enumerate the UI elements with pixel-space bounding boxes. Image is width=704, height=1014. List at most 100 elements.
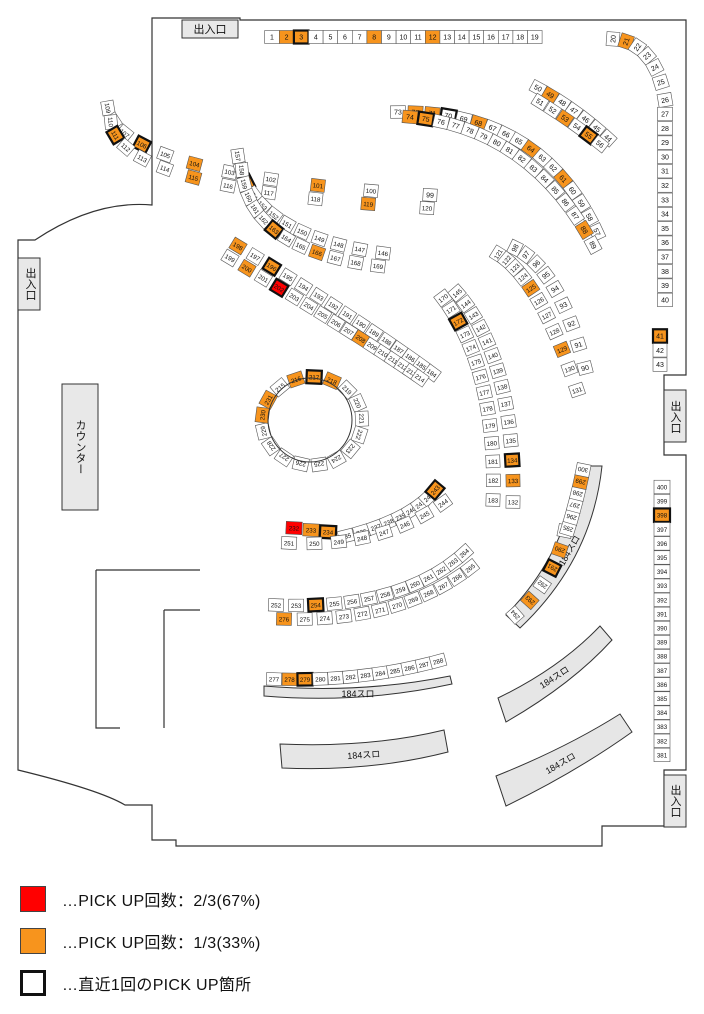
seat-218-label: 218: [325, 376, 338, 387]
seat-59-label: 59: [576, 199, 586, 209]
seat-143-label: 143: [468, 310, 481, 322]
seat-288-label: 288: [432, 657, 444, 667]
seat-93: 93: [554, 296, 573, 315]
seat-86-label: 86: [560, 198, 570, 209]
seat-87: 87: [565, 205, 586, 226]
seat-245: 245: [414, 505, 435, 525]
seat-298-label: 298: [572, 488, 584, 497]
seat-4: 4: [308, 30, 324, 44]
seat-33: 33: [657, 192, 673, 207]
seat-24: 24: [645, 57, 665, 77]
seat-112: 112: [116, 137, 136, 157]
seat-204-label: 204: [302, 301, 315, 313]
seat-256: 256: [343, 593, 361, 610]
seat-285-label: 285: [389, 667, 401, 676]
seat-140-label: 140: [487, 351, 500, 361]
seat-89: 89: [583, 235, 603, 255]
seat-290: 290: [550, 541, 569, 559]
seat-216: 216: [286, 370, 306, 389]
seat-238-label: 238: [383, 517, 396, 528]
seat-18: 18: [512, 30, 528, 44]
seat-135: 135: [502, 433, 519, 448]
seat-91: 91: [569, 336, 588, 353]
legend-box-text: …直近1回のPICK UP箇所: [62, 977, 252, 994]
seat-199: 199: [220, 248, 240, 268]
seat-128-label: 128: [549, 327, 562, 338]
seat-258: 258: [375, 586, 395, 603]
seat-291-label: 291: [546, 561, 559, 572]
seat-179-label: 179: [485, 422, 497, 430]
seat-395: 395: [653, 550, 671, 565]
seat-148: 148: [329, 236, 348, 253]
seat-386: 386: [653, 677, 671, 692]
seat-52: 52: [543, 100, 563, 120]
seat-385-label: 385: [657, 696, 668, 703]
seat-243: 243: [423, 478, 447, 502]
seat-255: 255: [325, 596, 343, 611]
seat-387: 387: [653, 663, 671, 678]
seat-113-label: 113: [136, 154, 148, 165]
seat-82-label: 82: [516, 155, 527, 165]
seat-200-label: 200: [240, 263, 253, 275]
seat-261-label: 261: [423, 573, 436, 584]
seat-141: 141: [477, 332, 497, 351]
seat-149-label: 149: [313, 235, 326, 245]
seat-164: 164: [276, 228, 297, 248]
seat-39-label: 39: [661, 283, 669, 290]
seat-79-label: 79: [478, 132, 488, 142]
seat-26: 26: [656, 92, 674, 108]
seat-100: 100: [363, 183, 379, 198]
seat-40: 40: [657, 292, 673, 307]
seat-92: 92: [562, 315, 581, 333]
seat-172: 172: [447, 311, 469, 332]
seat-19-label: 19: [531, 35, 539, 42]
seat-123: 123: [504, 258, 525, 278]
seat-96-label: 96: [532, 259, 543, 270]
seat-201: 201: [253, 268, 274, 288]
seat-19: 19: [527, 30, 543, 44]
seat-101: 101: [309, 178, 326, 193]
seat-251-label: 251: [284, 540, 295, 548]
seat-189-label: 189: [367, 328, 380, 340]
seat-11: 11: [410, 30, 426, 44]
seat-89-label: 89: [587, 240, 597, 250]
seat-400-label: 400: [657, 485, 668, 492]
seat-23: 23: [637, 45, 657, 66]
seat-168: 168: [347, 254, 365, 271]
seat-269: 269: [403, 590, 423, 609]
seat-202-label: 202: [272, 283, 285, 295]
seat-118-label: 118: [310, 196, 321, 204]
seat-287-label: 287: [418, 661, 430, 670]
seat-10-label: 10: [400, 35, 408, 42]
seat-268: 268: [418, 583, 439, 603]
seat-248: 248: [352, 530, 371, 547]
seat-22-label: 22: [633, 42, 643, 52]
seat-257: 257: [359, 590, 378, 607]
seat-291: 291: [541, 557, 563, 579]
seat-393-label: 393: [657, 583, 668, 590]
seat-192-label: 192: [327, 301, 340, 313]
seat-83-label: 83: [528, 164, 539, 174]
seat-266-label: 266: [451, 572, 464, 584]
seat-110-label: 110: [106, 117, 114, 128]
seat-285: 285: [386, 662, 404, 679]
seat-12: 12: [425, 30, 441, 44]
seat-282-label: 282: [345, 674, 357, 682]
seat-171-label: 171: [445, 304, 458, 316]
seat-4-label: 4: [314, 35, 318, 42]
seat-279-label: 279: [300, 677, 311, 684]
seat-237-label: 237: [370, 523, 383, 533]
seat-393: 393: [653, 578, 671, 593]
seat-180-label: 180: [486, 440, 497, 448]
seat-281-label: 281: [330, 675, 341, 683]
seat-85: 85: [545, 179, 566, 201]
seat-150-label: 150: [296, 227, 309, 238]
seat-101-label: 101: [312, 182, 324, 190]
seat-253-label: 253: [291, 603, 302, 610]
legend-orange-swatch: [20, 928, 46, 954]
seat-167: 167: [326, 249, 345, 267]
seat-277-label: 277: [269, 676, 280, 683]
seat-127: 127: [537, 306, 556, 325]
seat-140: 140: [483, 346, 502, 365]
seat-36-label: 36: [661, 240, 669, 247]
